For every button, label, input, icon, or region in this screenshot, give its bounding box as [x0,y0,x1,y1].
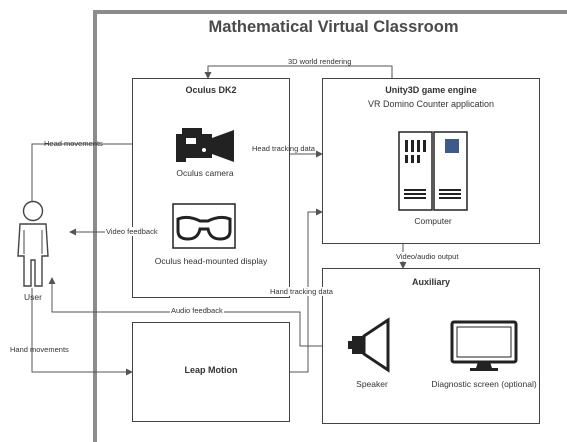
monitor-icon [450,320,518,371]
camera-caption: Oculus camera [176,168,234,178]
hand-tracking-label: Hand tracking data [270,287,333,296]
video-feedback-label: Video feedback [105,227,159,236]
leap-motion-box: Leap Motion [132,322,290,422]
glasses-icon [172,203,236,249]
user-caption: User [24,292,42,302]
computer-caption: Computer [414,216,452,226]
unity-title: Unity3D game engine [385,85,477,95]
computer-icon [398,131,468,211]
audio-feedback-arrow [48,277,348,347]
hmd-caption: Oculus head-mounted display [154,256,268,266]
oculus-dk2-title: Oculus DK2 [185,85,237,95]
rendering-arrow [204,65,393,79]
head-tracking-label: Head tracking data [252,144,315,153]
audio-feedback-label: Audio feedback [170,306,224,315]
unity-subtitle: VR Domino Counter application [367,99,495,109]
leap-motion-title: Leap Motion [184,365,238,375]
classroom-frame [93,10,567,442]
head-movements-label: Head movements [44,139,103,148]
user-icon [17,200,49,287]
speaker-icon [348,317,390,373]
rendering-label: 3D world rendering [288,57,352,66]
oculus-dk2-box: Oculus DK2 [132,78,290,298]
auxiliary-title: Auxiliary [411,277,451,287]
video-audio-label: Video/audio output [396,252,459,261]
hand-movements-label: Hand movements [10,345,69,354]
diagram-title: Mathematical Virtual Classroom [208,18,459,36]
speaker-caption: Speaker [356,379,388,389]
hand-movements-arrow [31,288,133,376]
camera-icon [176,128,234,162]
head-movements-arrow [31,140,173,205]
screen-caption: Diagnostic screen (optional) [431,379,537,389]
